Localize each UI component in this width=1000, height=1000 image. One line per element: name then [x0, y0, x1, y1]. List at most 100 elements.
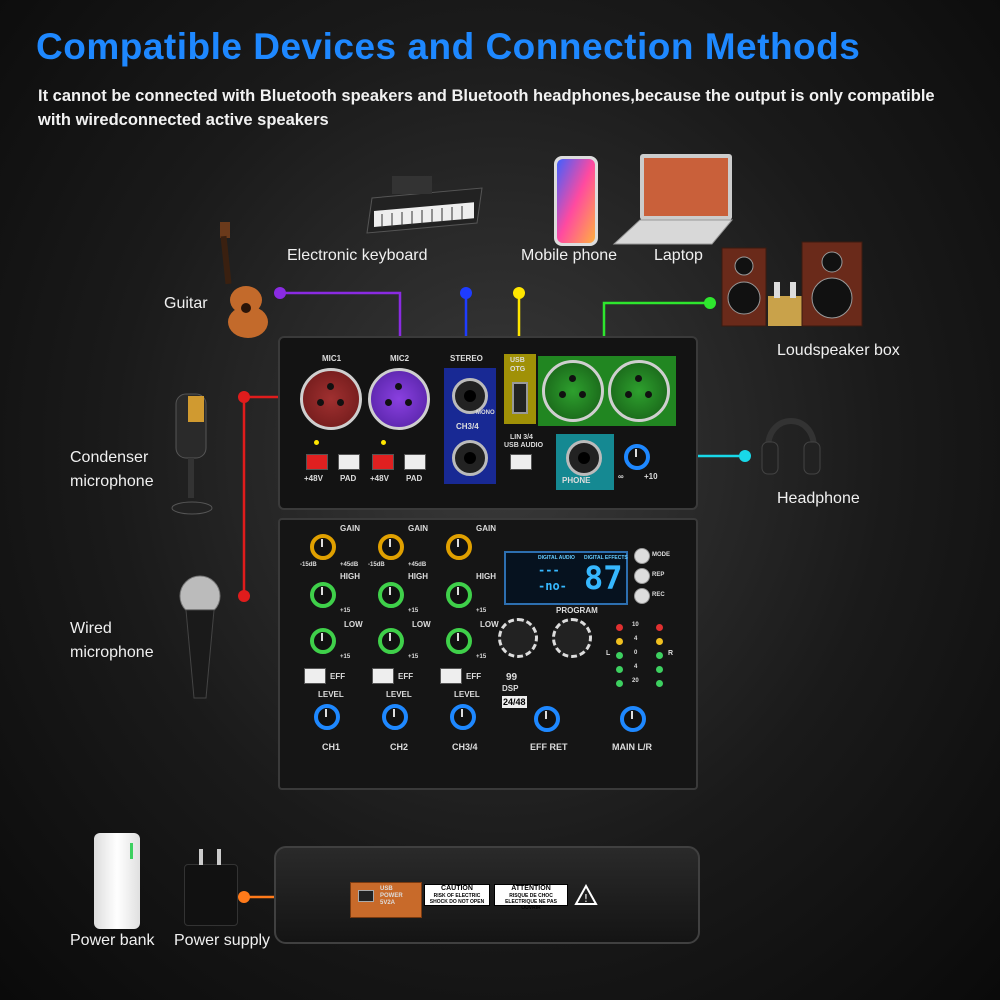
pad-button-1[interactable] [338, 454, 360, 470]
eff-button-ch34[interactable] [440, 668, 462, 684]
program-knob-left[interactable] [498, 618, 538, 658]
eff-ret-label: EFF RET [530, 742, 568, 752]
pad-button-2[interactable] [404, 454, 426, 470]
display-dashes: --- [538, 563, 560, 577]
bitrate-badge: 24/48 [502, 696, 527, 708]
wired-mic-dot [238, 590, 250, 602]
main-lr-label: MAIN L/R [612, 742, 652, 752]
high-plus15-label: +15 [476, 608, 487, 614]
phone-inf-label: ∞ [618, 472, 624, 481]
usb-otg-label: USB OTG [510, 357, 526, 373]
caution-text: RISK OF ELECTRIC SHOCK DO NOT OPEN [429, 893, 485, 905]
phone-label: PHONE [562, 476, 591, 485]
low-plus15-label: +15 [408, 654, 419, 660]
channel-strip-ch2: GAIN -15dB +45dB HIGH +15 LOW +15 EFF LE… [368, 524, 431, 774]
rep-button[interactable] [634, 568, 650, 584]
meter-label-20: 20 [632, 678, 639, 684]
phantom-48v-button-1[interactable] [306, 454, 328, 470]
rec-button[interactable] [634, 588, 650, 604]
gain-knob-ch1[interactable] [310, 534, 336, 560]
eff-button-ch1[interactable] [304, 668, 326, 684]
mono-label: MONO [476, 410, 495, 416]
ch2-label: CH2 [390, 742, 409, 752]
high-label: HIGH [408, 572, 428, 581]
high-plus15-label: +15 [408, 608, 419, 614]
high-eq-knob-ch2[interactable] [378, 582, 404, 608]
high-plus15-label: +15 [340, 608, 351, 614]
headphone-image [761, 418, 821, 475]
low-label: LOW [412, 620, 431, 629]
level-label: LEVEL [454, 690, 480, 699]
high-eq-knob-ch1[interactable] [310, 582, 336, 608]
high-eq-knob-ch34[interactable] [446, 582, 472, 608]
low-plus15-label: +15 [340, 654, 351, 660]
main-out-left-jack[interactable] [542, 360, 604, 422]
meter-label-4-bottom: 4 [634, 664, 638, 670]
main-out-right-jack[interactable] [608, 360, 670, 422]
channel-strip-ch34: GAIN HIGH +15 LOW +15 EFF LEVEL CH3/4 [436, 524, 499, 774]
pad-label-2: PAD [406, 474, 423, 483]
low-eq-knob-ch1[interactable] [310, 628, 336, 654]
dsp-label: DSP [502, 684, 519, 693]
condenser-mic-image [171, 393, 213, 515]
eff-label: EFF [466, 672, 482, 681]
display-no: -no- [538, 579, 567, 593]
phone-volume-knob[interactable] [624, 444, 650, 470]
gain-max-label: +45dB [408, 562, 427, 568]
level-knob-ch34[interactable] [450, 704, 476, 730]
eff-ret-knob[interactable] [534, 706, 560, 732]
caution-title: CAUTION [441, 885, 473, 892]
gain-knob-ch2[interactable] [378, 534, 404, 560]
usb-power-port[interactable] [358, 890, 374, 902]
condenser-label: Condenser microphone [70, 449, 154, 490]
gain-min-label: -15dB [300, 562, 317, 568]
stereo-input-jack-2[interactable] [452, 440, 488, 476]
gain-label: GAIN [476, 524, 496, 533]
gain-max-label: +45dB [340, 562, 359, 568]
mode-button[interactable] [634, 548, 650, 564]
gain-min-label: -15dB [368, 562, 385, 568]
mobile-phone-image [554, 156, 598, 246]
guitar-image [220, 222, 268, 338]
phantom-label-1: +48V [304, 474, 323, 483]
lin34-label: LIN 3/4 [510, 434, 533, 441]
phantom-48v-button-2[interactable] [372, 454, 394, 470]
mic1-input-jack[interactable] [300, 368, 362, 430]
speakers-label: Loudspeaker box [777, 342, 900, 359]
phantom-label-2: +48V [370, 474, 389, 483]
low-label: LOW [344, 620, 363, 629]
attention-title: ATTENTION [511, 885, 551, 892]
digital-effects-label: DIGITAL EFFECTS [584, 555, 628, 561]
ch1-label: CH1 [322, 742, 341, 752]
usb-power-label: USB POWER 5V2A [380, 886, 403, 906]
power-dot [238, 891, 250, 903]
caution-label: CAUTION RISK OF ELECTRIC SHOCK DO NOT OP… [424, 884, 490, 906]
wired-mic-image [179, 575, 221, 699]
main-lr-knob[interactable] [620, 706, 646, 732]
rep-label: REP [652, 572, 665, 578]
eff-button-ch2[interactable] [372, 668, 394, 684]
ch34-jack-label: CH3/4 [456, 422, 479, 431]
program-knob-right[interactable] [552, 618, 592, 658]
level-knob-ch2[interactable] [382, 704, 408, 730]
mic2-input-jack[interactable] [368, 368, 430, 430]
speakers-image [721, 241, 863, 327]
power-supply-image [184, 849, 238, 926]
mic1-label: MIC1 [322, 354, 342, 363]
gain-knob-ch34[interactable] [446, 534, 472, 560]
stereo-input-jack-1[interactable] [452, 378, 488, 414]
mic2-label: MIC2 [390, 354, 410, 363]
power-supply-label: Power supply [174, 932, 271, 949]
mobile-phone-label: Mobile phone [521, 247, 618, 264]
channel-strip-ch1: GAIN -15dB +45dB HIGH +15 LOW +15 EFF LE… [300, 524, 363, 774]
phone-output-jack[interactable] [566, 440, 602, 476]
low-eq-knob-ch34[interactable] [446, 628, 472, 654]
low-eq-knob-ch2[interactable] [378, 628, 404, 654]
attention-label: ATTENTION RISQUE DE CHOC ELECTRIQUE NE P… [494, 884, 568, 911]
gain-label: GAIN [340, 524, 360, 533]
usb-otg-port[interactable] [512, 382, 528, 414]
rec-label: REC [652, 592, 665, 598]
level-knob-ch1[interactable] [314, 704, 340, 730]
usb-audio-switch[interactable] [510, 454, 532, 470]
subtitle: It cannot be connected with Bluetooth sp… [38, 87, 935, 129]
